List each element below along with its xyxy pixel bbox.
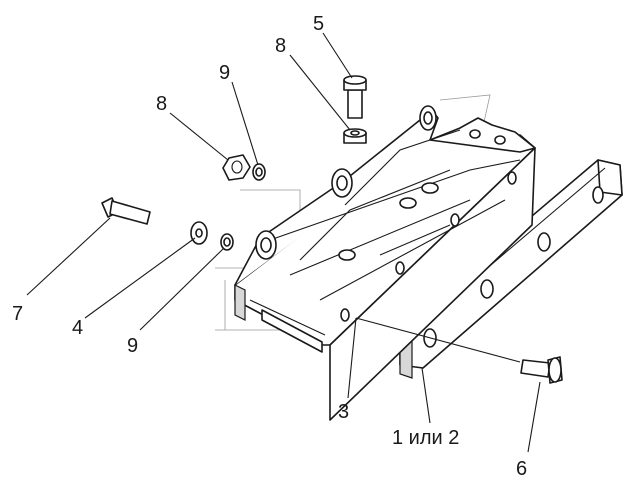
washer-left-top	[252, 163, 266, 181]
label-8-top: 8	[275, 35, 286, 57]
label-3: 3	[338, 401, 349, 423]
washer-4	[190, 221, 208, 245]
leader-lines	[26, 32, 541, 453]
label-9-top: 9	[219, 62, 230, 84]
label-5: 5	[313, 13, 324, 35]
bolt-left	[101, 197, 151, 225]
nut-left	[222, 154, 251, 181]
label-4: 4	[72, 317, 83, 339]
washer-9	[220, 233, 234, 251]
bolt-top	[343, 75, 367, 119]
nut-top	[343, 128, 367, 144]
label-7: 7	[12, 303, 23, 325]
bolt-bottom	[520, 356, 563, 384]
label-6: 6	[516, 458, 527, 480]
callout-labels: 5 8 9 8 7 4 9 3 1 или 2 6	[12, 13, 527, 480]
label-1-or-2: 1 или 2	[392, 427, 459, 449]
label-8-left: 8	[156, 93, 167, 115]
label-9-bottom: 9	[127, 335, 138, 357]
bracket-housing	[234, 105, 536, 421]
